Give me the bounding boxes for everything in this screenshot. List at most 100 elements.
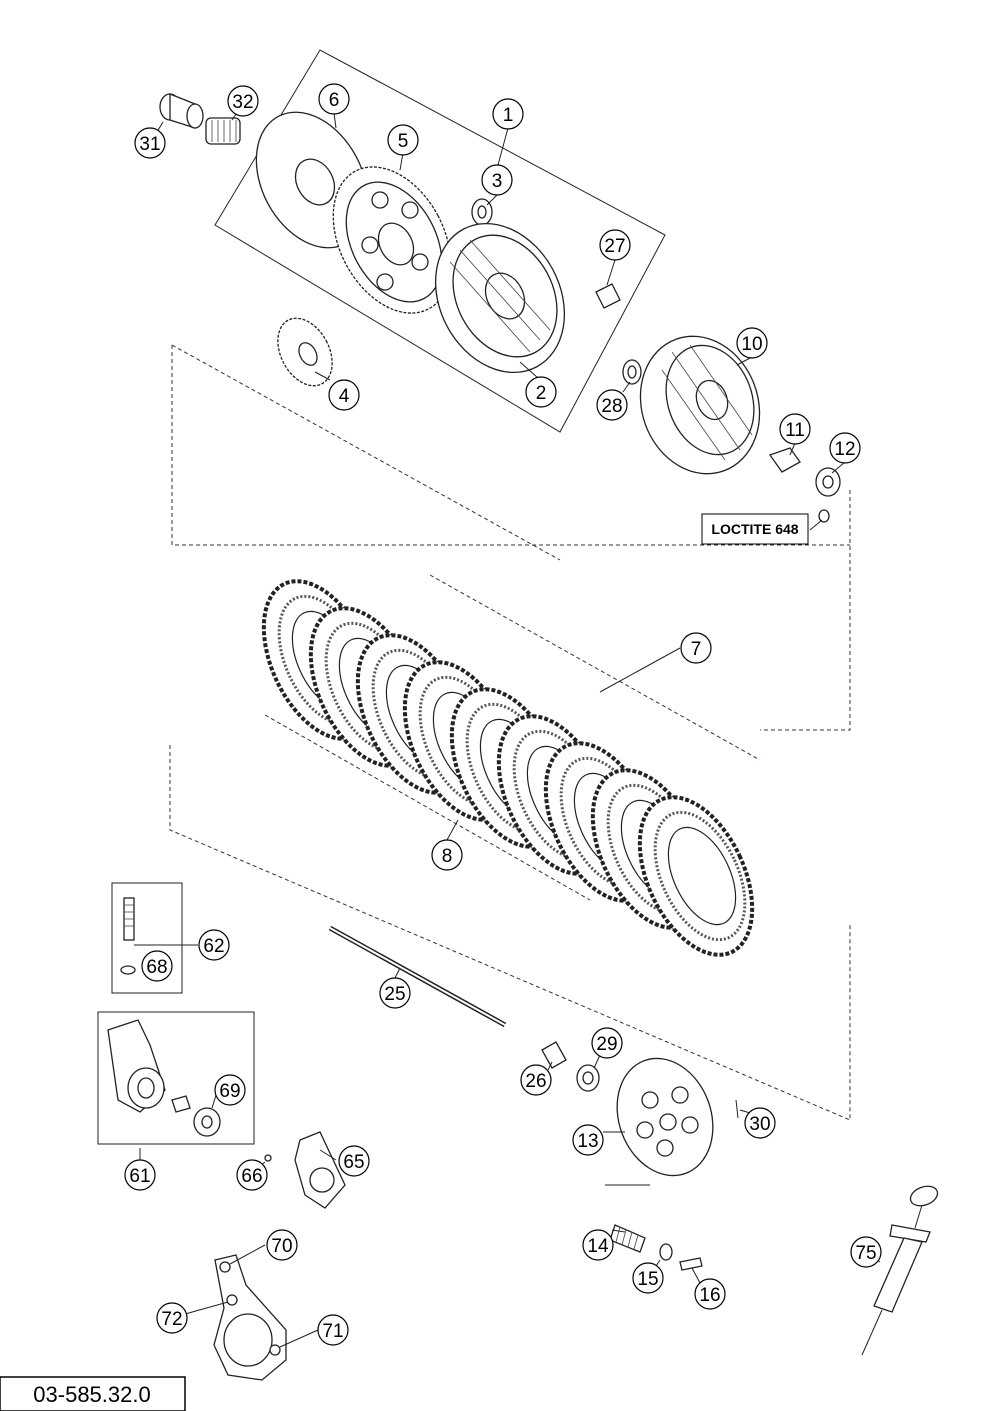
callout-label-12: 12 xyxy=(834,439,855,460)
bearing-part xyxy=(576,1064,600,1092)
callout-label-30: 30 xyxy=(749,1114,770,1135)
primary-gear-part xyxy=(332,166,452,314)
callout-circle-70 xyxy=(266,1229,298,1261)
clutch-plate-lining xyxy=(653,810,747,942)
callout-circle-28 xyxy=(596,389,628,421)
dashed-frame-right xyxy=(760,490,851,731)
callout-label-14: 14 xyxy=(587,1236,609,1257)
group-box-clutch-basket xyxy=(214,49,666,433)
callout-label-31: 31 xyxy=(139,134,160,155)
callout-circle-2 xyxy=(525,376,557,408)
callout-label-3: 3 xyxy=(492,171,503,192)
callout-circle-68 xyxy=(141,950,173,982)
callout-circle-69 xyxy=(214,1074,246,1106)
callout-label-66: 66 xyxy=(241,1166,262,1187)
callout-label-2: 2 xyxy=(536,383,547,404)
callout-label-6: 6 xyxy=(329,90,340,111)
small-washer-part xyxy=(818,509,830,523)
callout-label-70: 70 xyxy=(271,1236,292,1257)
callout-label-7: 7 xyxy=(691,639,702,660)
inner-clutch-hub-part xyxy=(639,335,761,475)
loctite-note: LOCTITE 648 xyxy=(701,513,809,545)
callout-circle-32 xyxy=(227,85,259,117)
callout-circle-62 xyxy=(198,929,230,961)
callout-circle-65 xyxy=(338,1145,370,1177)
callout-circle-1 xyxy=(492,98,524,130)
pressure-cap-part xyxy=(616,1057,714,1177)
outer-clutch-basket-part xyxy=(434,222,566,374)
callout-label-25: 25 xyxy=(384,984,405,1005)
dashed-leader xyxy=(171,344,561,561)
clutch-plate-inner xyxy=(667,826,737,926)
lock-washer-part xyxy=(768,447,801,473)
callout-label-27: 27 xyxy=(604,236,625,257)
seal-ring-part xyxy=(171,1095,221,1137)
thrust-washer-part xyxy=(622,359,642,385)
callout-label-61: 61 xyxy=(129,1166,150,1187)
small-pin-part xyxy=(735,1099,739,1119)
callout-circle-30 xyxy=(744,1107,776,1139)
callout-label-62: 62 xyxy=(203,936,224,957)
callout-circle-15 xyxy=(632,1262,664,1294)
callout-label-5: 5 xyxy=(398,131,409,152)
callout-label-68: 68 xyxy=(146,957,167,978)
group-box-62 xyxy=(111,882,183,994)
cover-bracket-part xyxy=(213,1254,287,1381)
callout-label-72: 72 xyxy=(161,1309,182,1330)
callout-circle-75 xyxy=(850,1236,882,1268)
callout-label-11: 11 xyxy=(785,420,805,441)
callout-label-8: 8 xyxy=(442,846,453,867)
callout-label-26: 26 xyxy=(525,1071,546,1092)
callout-circle-14 xyxy=(582,1229,614,1261)
callout-circle-27 xyxy=(599,229,631,261)
callout-circle-66 xyxy=(236,1159,268,1191)
callout-circle-25 xyxy=(379,977,411,1009)
gasket-part xyxy=(294,1131,346,1209)
nut-68-part xyxy=(120,965,136,975)
callout-circle-16 xyxy=(694,1278,726,1310)
callout-circle-11 xyxy=(779,413,811,445)
callout-circle-61 xyxy=(124,1159,156,1191)
callout-label-32: 32 xyxy=(232,92,253,113)
push-rod-part xyxy=(328,925,507,1028)
callout-label-69: 69 xyxy=(219,1081,240,1102)
dashed-plate-axis-bottom xyxy=(264,714,591,901)
callout-label-75: 75 xyxy=(855,1243,876,1264)
callout-circle-72 xyxy=(156,1302,188,1334)
part-callouts: 1234567810111213141516252627282930313261… xyxy=(124,83,882,1346)
callout-circle-13 xyxy=(572,1124,604,1156)
callout-circle-8 xyxy=(431,839,463,871)
dashed-plate-axis-top xyxy=(429,574,761,761)
callout-label-13: 13 xyxy=(577,1131,598,1152)
callout-circle-7 xyxy=(680,632,712,664)
callout-circle-12 xyxy=(829,432,861,464)
clutch-spring-part xyxy=(609,1224,646,1253)
callout-circle-6 xyxy=(318,83,350,115)
callout-label-10: 10 xyxy=(741,334,762,355)
bushing-part xyxy=(159,93,204,129)
pressure-piece-part xyxy=(541,1041,567,1069)
reference-number: 03-585.32.0 xyxy=(33,1382,150,1407)
needle-bearing-part xyxy=(205,117,241,145)
callout-circle-5 xyxy=(387,124,419,156)
callout-label-16: 16 xyxy=(699,1285,720,1306)
screw-part xyxy=(679,1257,703,1271)
release-lever-part xyxy=(107,1019,166,1113)
callout-circle-3 xyxy=(481,164,513,196)
pin-part xyxy=(595,283,621,309)
callout-label-15: 15 xyxy=(637,1269,658,1290)
callout-label-65: 65 xyxy=(343,1152,364,1173)
group-box-61 xyxy=(97,1011,255,1145)
callout-label-71: 71 xyxy=(322,1321,343,1342)
callout-label-4: 4 xyxy=(339,386,350,407)
kickstart-gear-part xyxy=(277,317,333,387)
callout-circle-4 xyxy=(328,379,360,411)
callout-circle-71 xyxy=(317,1314,349,1346)
callout-circle-26 xyxy=(520,1064,552,1096)
special-tool-part xyxy=(861,1185,939,1356)
clutch-plate-stack xyxy=(261,579,755,957)
dashed-frame-lower xyxy=(169,745,851,1121)
small-ball-part xyxy=(264,1154,272,1162)
